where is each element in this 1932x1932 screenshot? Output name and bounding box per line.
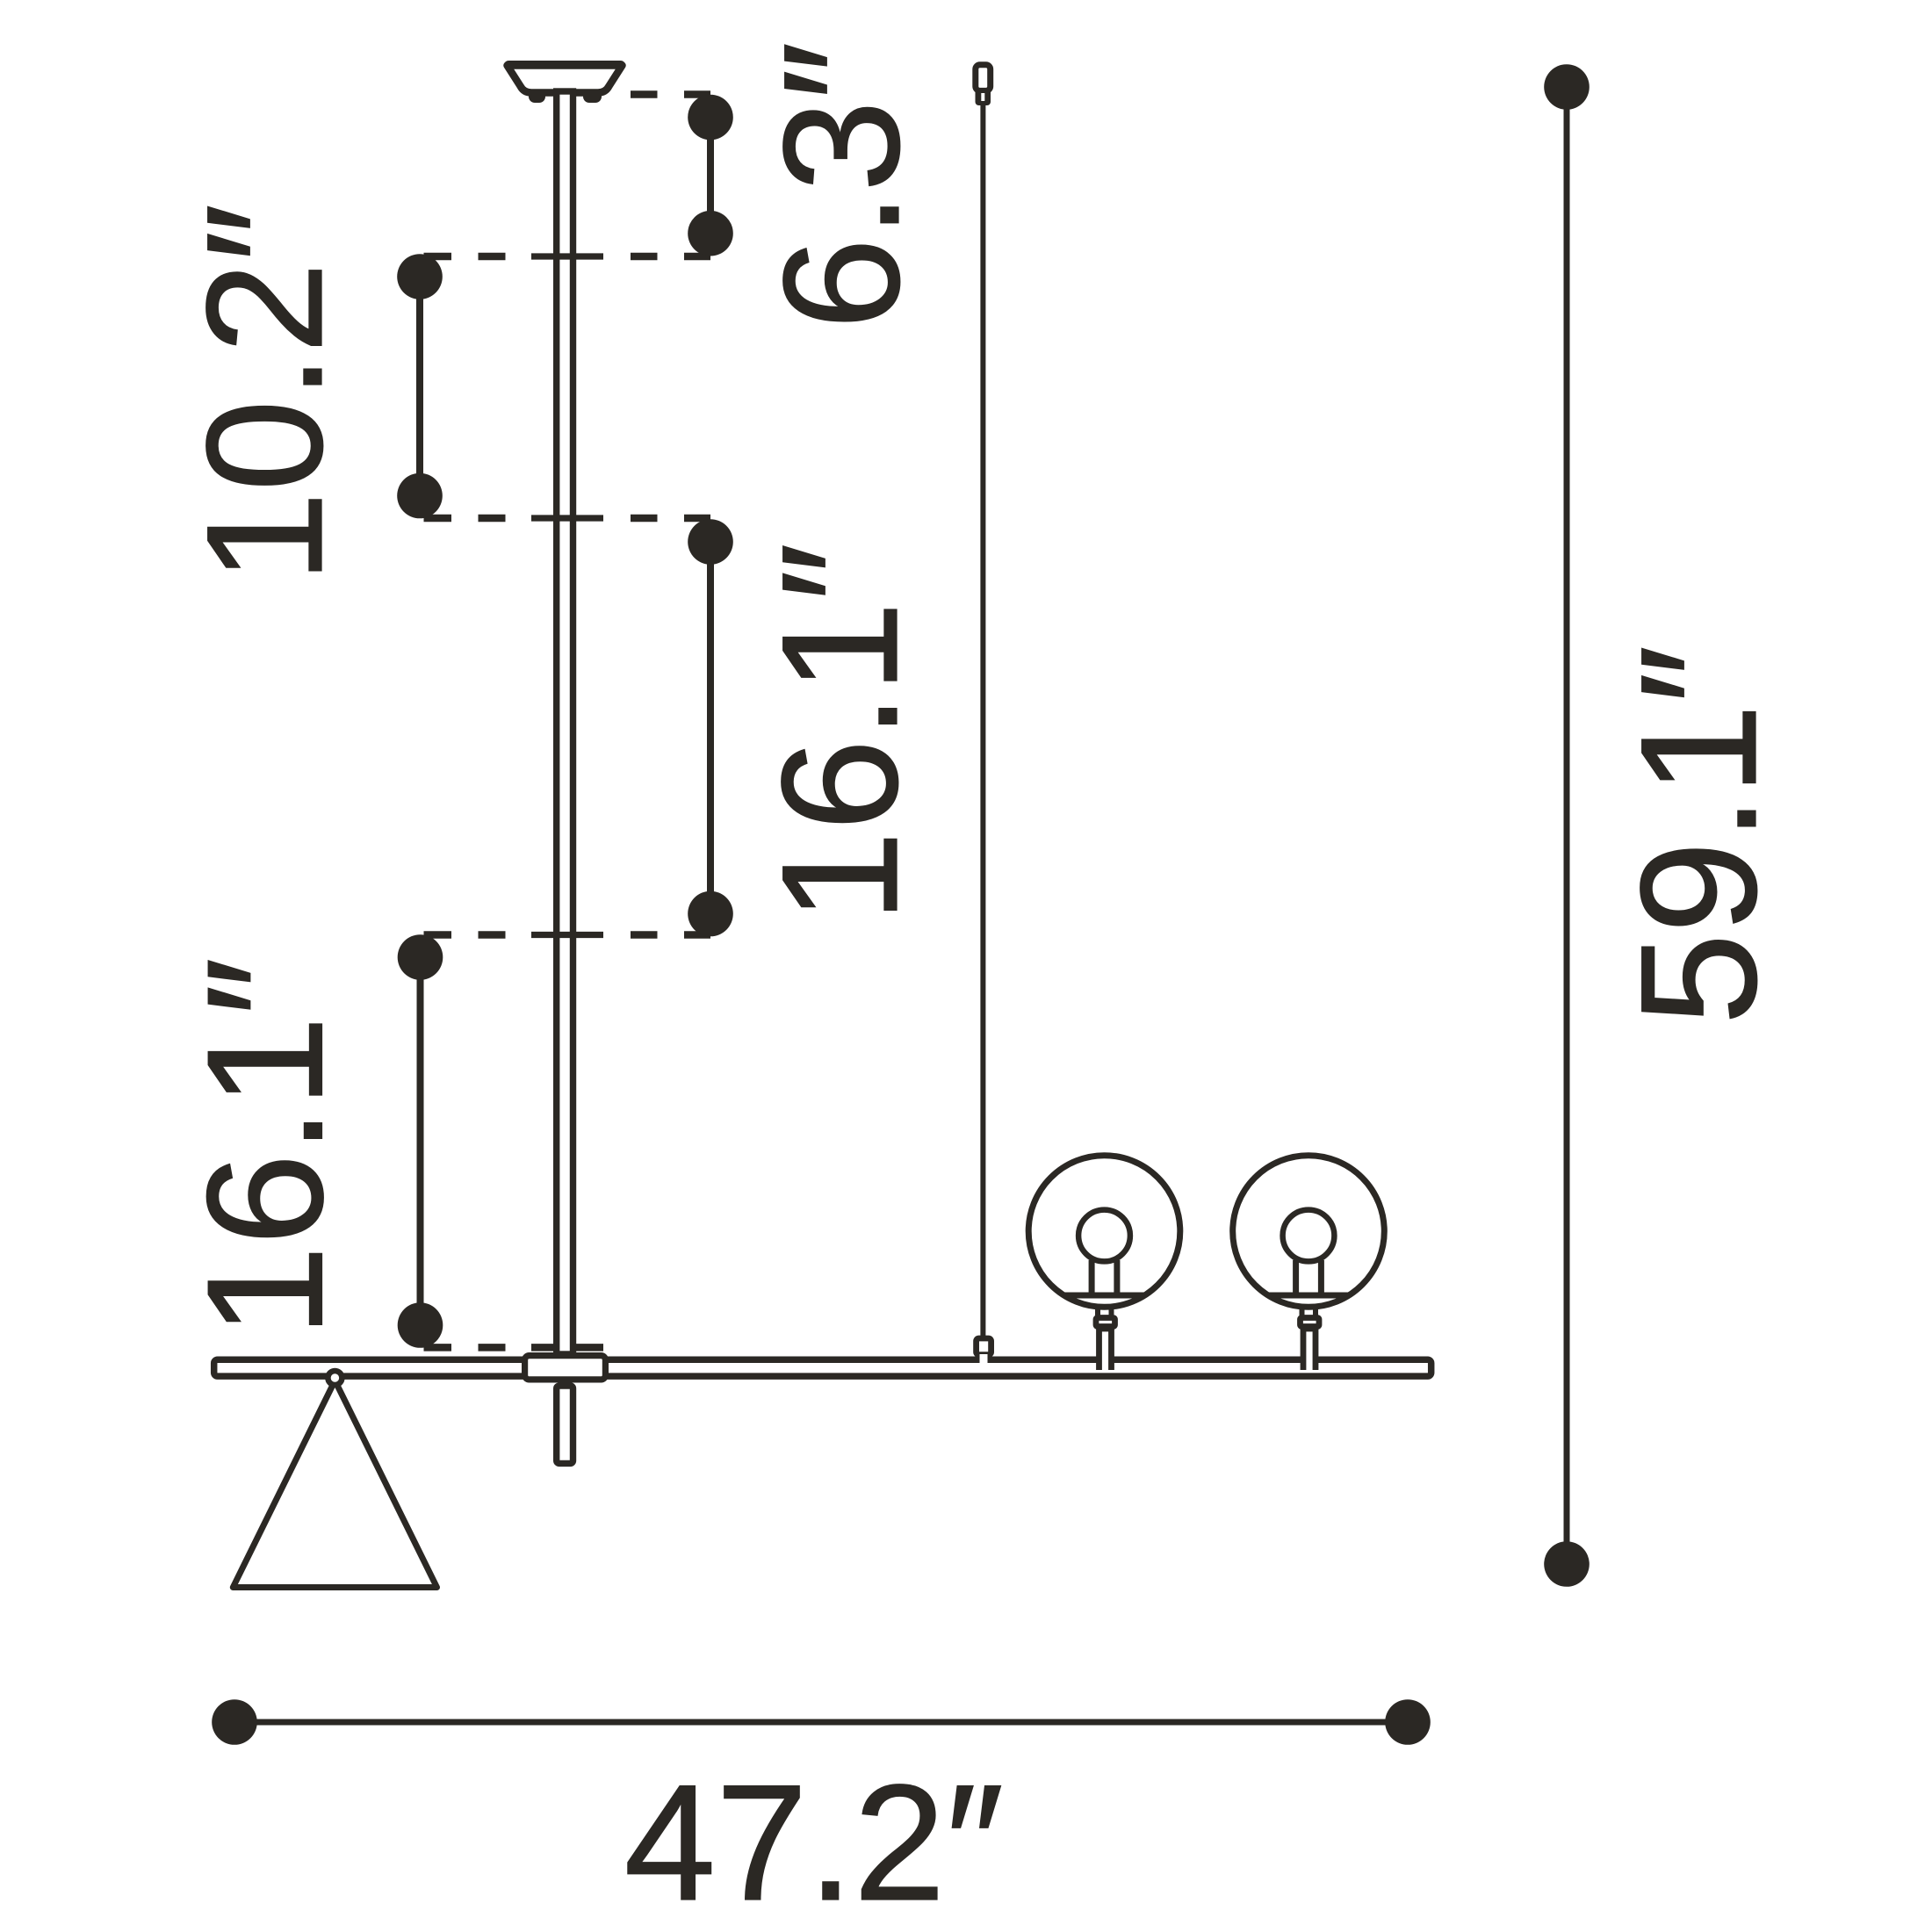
svg-text:6.3″: 6.3″ bbox=[749, 42, 934, 330]
svg-text:16.1″: 16.1″ bbox=[173, 957, 357, 1337]
svg-text:59.1″: 59.1″ bbox=[1606, 645, 1791, 1025]
svg-text:16.1″: 16.1″ bbox=[747, 543, 932, 922]
svg-text:10.2″: 10.2″ bbox=[172, 204, 357, 583]
svg-text:47.2″: 47.2″ bbox=[624, 1750, 1004, 1932]
